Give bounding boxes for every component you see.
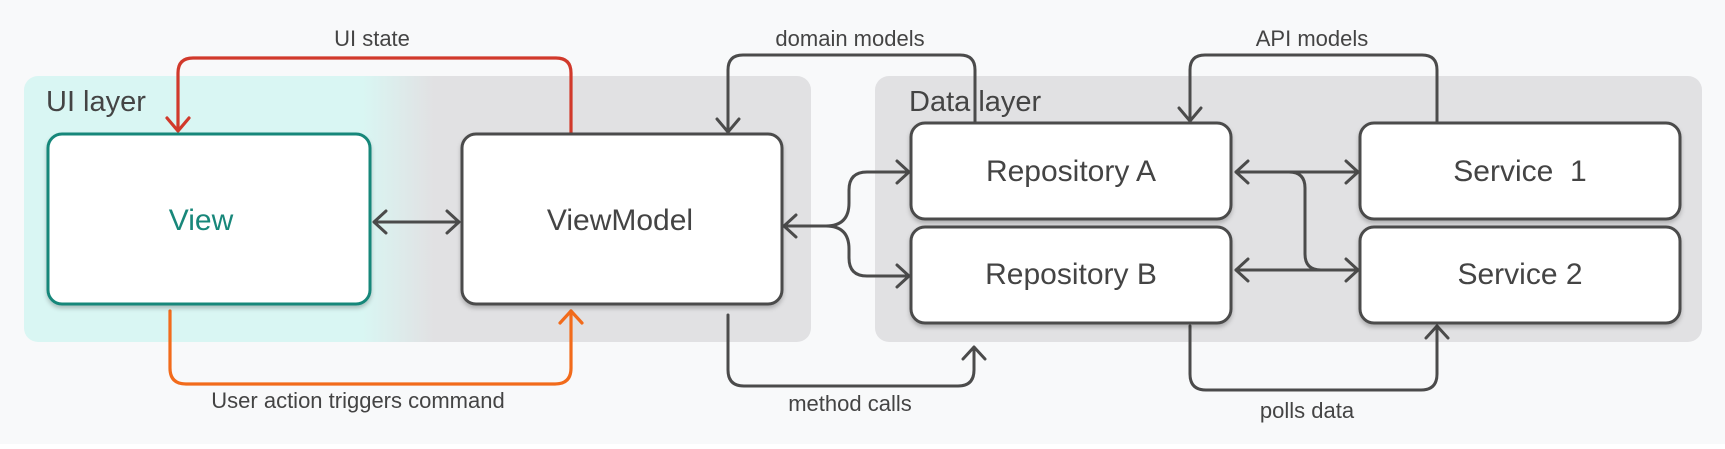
api-models-arrow	[1188, 53, 1439, 124]
view-viewmodel-head-left	[372, 209, 388, 235]
user-action-label: User action triggers command	[211, 388, 504, 413]
ui-state-label: UI state	[334, 26, 410, 51]
service-2-box: Service 2	[1358, 225, 1682, 325]
repo-a-service-head-left	[1234, 159, 1250, 185]
repo-b-head	[895, 263, 911, 289]
viewmodel-box: ViewModel	[460, 132, 784, 306]
view-box: View	[46, 132, 372, 306]
repo-b-service-head-right	[1344, 257, 1360, 283]
repository-b-box: Repository B	[909, 225, 1233, 325]
ui-state-arrowhead	[165, 116, 191, 133]
repository-a-label: Repository A	[986, 155, 1156, 188]
service-1-box: Service 1	[1358, 121, 1682, 221]
ui-state-arrow	[176, 56, 573, 135]
service-1-label: Service 1	[1453, 155, 1586, 188]
ui-layer-title: UI layer	[46, 86, 146, 118]
domain-models-label: domain models	[775, 26, 924, 51]
user-action-arrow	[168, 309, 573, 386]
api-models-label: API models	[1256, 26, 1369, 51]
repository-b-label: Repository B	[985, 258, 1157, 291]
method-calls-arrow	[726, 313, 976, 388]
service-2-label: Service 2	[1457, 258, 1582, 291]
repo-b-service-head-left	[1234, 257, 1250, 283]
polls-data-label: polls data	[1260, 398, 1355, 423]
viewmodel-repositories-connector	[783, 170, 910, 278]
method-calls-label: method calls	[788, 391, 912, 416]
view-viewmodel-head-right	[445, 209, 461, 235]
viewmodel-label: ViewModel	[547, 204, 693, 237]
domain-models-arrow	[726, 53, 977, 133]
user-action-arrowhead	[558, 309, 584, 325]
repository-a-box: Repository A	[909, 121, 1233, 221]
method-calls-arrowhead	[961, 345, 987, 361]
api-models-arrowhead	[1177, 106, 1203, 123]
domain-models-arrowhead	[715, 117, 741, 134]
repo-a-service-head-right	[1344, 159, 1360, 185]
repository-services-connector	[1234, 170, 1359, 272]
view-label: View	[169, 204, 234, 237]
polls-data-arrowhead	[1424, 324, 1450, 340]
viewmodel-fork-head-left	[782, 213, 798, 239]
polls-data-arrow	[1188, 324, 1439, 392]
repo-a-head	[895, 159, 911, 185]
